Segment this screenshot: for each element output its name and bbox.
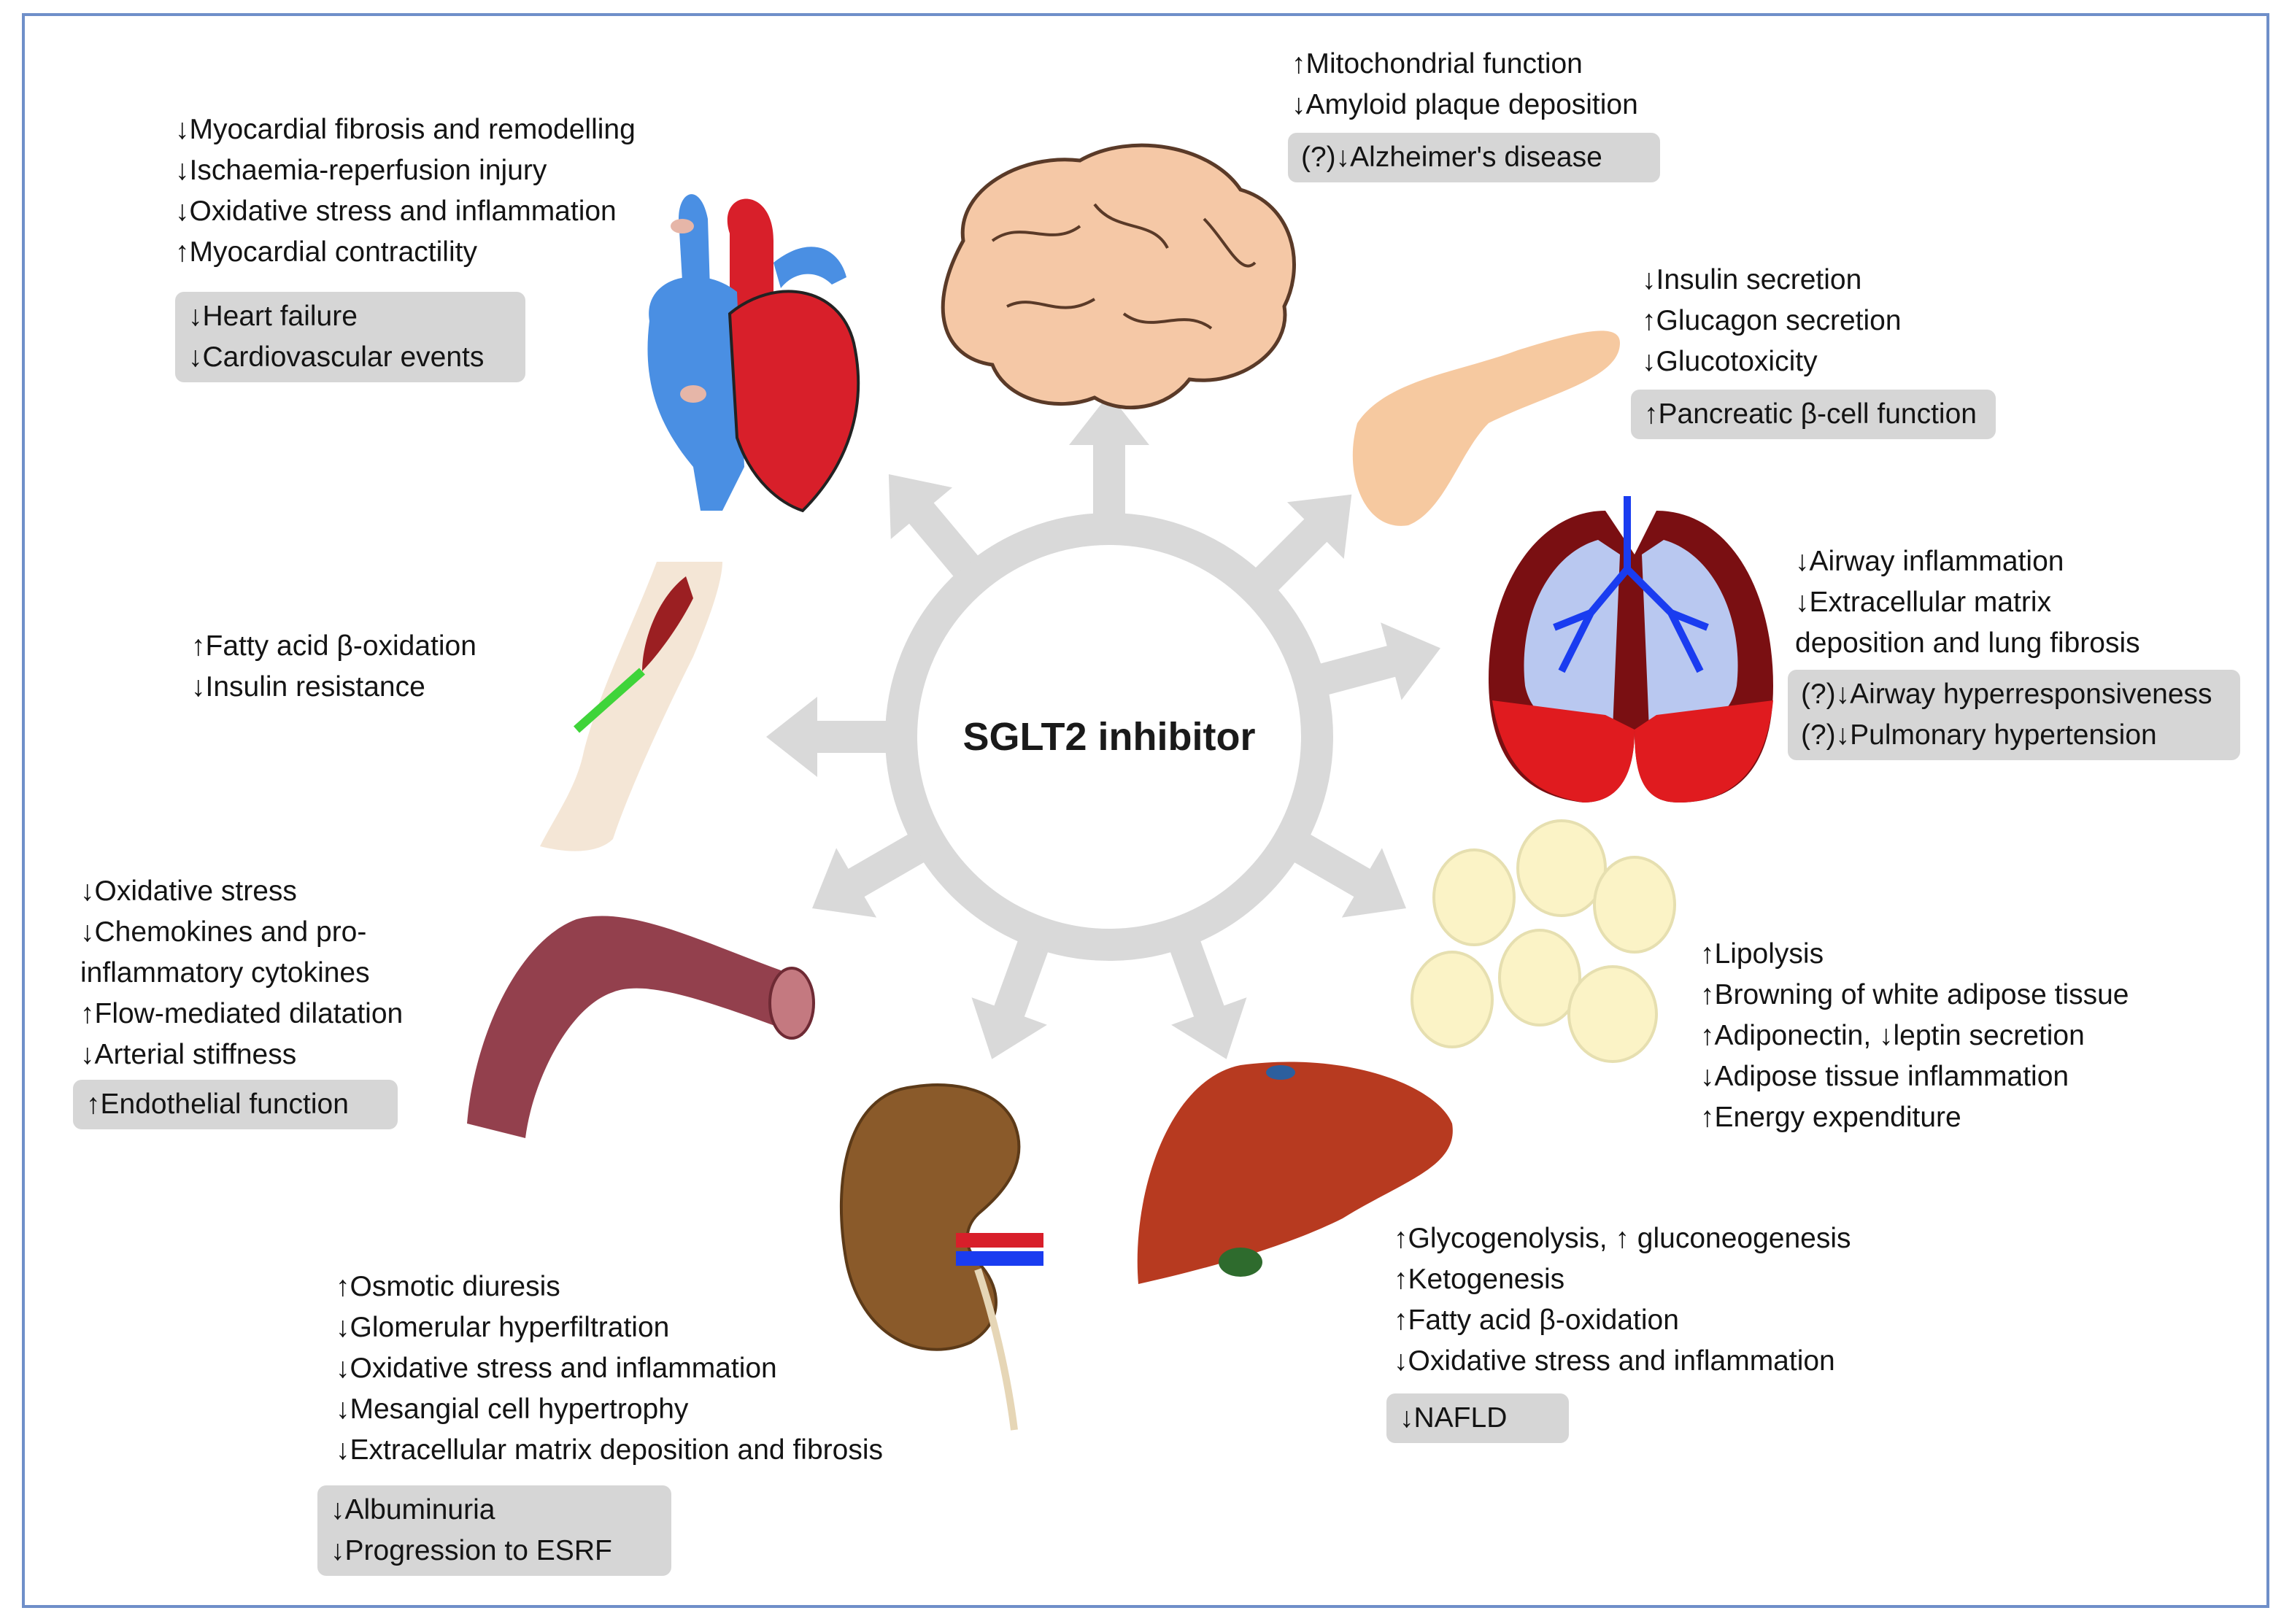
leg-muscle-icon xyxy=(540,562,722,851)
pancreas-effects: ↓Insulin secretion ↑Glucagon secretion ↓… xyxy=(1642,260,1902,382)
liver-effect-3: ↑Fatty acid β-oxidation xyxy=(1394,1304,1679,1336)
blood-vessel-icon xyxy=(467,916,815,1138)
kidney-effects: ↑Osmotic diuresis ↓Glomerular hyperfiltr… xyxy=(336,1267,883,1471)
hub-arrow-muscle xyxy=(766,697,887,777)
adipose-cells-icon xyxy=(1411,819,1676,1063)
hub-arrow-vessel xyxy=(812,834,925,918)
kidney-effect-1: ↑Osmotic diuresis xyxy=(336,1271,560,1302)
pancreas-outcomes-box: ↑Pancreatic β-cell function xyxy=(1631,390,1996,439)
muscle-effects: ↑Fatty acid β-oxidation ↓Insulin resista… xyxy=(191,626,476,708)
hub-arrow-adipose xyxy=(1294,834,1406,918)
kidney-outcome-1: ↓Albuminuria xyxy=(331,1494,495,1526)
heart-outcome-2: ↓Cardiovascular events xyxy=(188,341,485,373)
liver-effect-2: ↑Ketogenesis xyxy=(1394,1264,1565,1295)
brain-effect-2: ↓Amyloid plaque deposition xyxy=(1292,89,1638,120)
pancreas-effect-2: ↑Glucagon secretion xyxy=(1642,305,1902,336)
liver-outcomes-box: ↓NAFLD xyxy=(1386,1393,1569,1443)
vessel-effect-4: ↑Flow-mediated dilatation xyxy=(80,998,404,1029)
adipose-effect-4: ↓Adipose tissue inflammation xyxy=(1700,1061,2069,1092)
pancreas-outcome-1: ↑Pancreatic β-cell function xyxy=(1644,398,1977,430)
figure-frame xyxy=(22,13,2269,1608)
center-label: SGLT2 inhibitor xyxy=(962,715,1256,759)
kidney-effect-2: ↓Glomerular hyperfiltration xyxy=(336,1312,670,1343)
hub xyxy=(766,394,1440,1059)
heart-effects: ↓Myocardial fibrosis and remodelling ↓Is… xyxy=(175,109,636,273)
hub-arrow-brain xyxy=(1069,394,1149,514)
hub-arrow-kidney xyxy=(971,940,1049,1059)
brain-icon xyxy=(941,143,1296,410)
adipose-effect-5: ↑Energy expenditure xyxy=(1700,1102,1961,1133)
liver-icon xyxy=(1137,1062,1453,1284)
adipose-effect-1: ↑Lipolysis xyxy=(1700,938,1824,970)
lungs-outcome-2: (?)↓Pulmonary hypertension xyxy=(1801,719,2157,751)
liver-effect-4: ↓Oxidative stress and inflammation xyxy=(1394,1345,1835,1377)
brain-outcomes-box: (?)↓Alzheimer's disease xyxy=(1288,133,1660,182)
liver-outcome-1: ↓NAFLD xyxy=(1400,1402,1508,1434)
liver-effects: ↑Glycogenolysis, ↑ gluconeogenesis ↑Keto… xyxy=(1394,1218,1851,1382)
adipose-effect-3: ↑Adiponectin, ↓leptin secretion xyxy=(1700,1020,2085,1051)
kidney-effect-4: ↓Mesangial cell hypertrophy xyxy=(336,1393,689,1425)
brain-effect-1: ↑Mitochondrial function xyxy=(1292,48,1583,80)
brain-effects: ↑Mitochondrial function ↓Amyloid plaque … xyxy=(1292,44,1638,125)
pancreas-effect-3: ↓Glucotoxicity xyxy=(1642,346,1818,377)
lungs-outcomes-box: (?)↓Airway hyperresponsiveness (?)↓Pulmo… xyxy=(1788,670,2240,760)
heart-outcomes-box: ↓Heart failure ↓Cardiovascular events xyxy=(175,292,525,382)
heart-outcome-1: ↓Heart failure xyxy=(188,301,358,332)
hub-arrow-pancreas xyxy=(1255,494,1352,591)
heart-effect-1: ↓Myocardial fibrosis and remodelling xyxy=(175,114,636,145)
muscle-effect-2: ↓Insulin resistance xyxy=(191,671,425,703)
kidney-effect-5: ↓Extracellular matrix deposition and fib… xyxy=(336,1434,883,1466)
vessel-outcomes-box: ↑Endothelial function xyxy=(73,1080,398,1129)
muscle-effect-1: ↑Fatty acid β-oxidation xyxy=(191,630,476,662)
lungs-outcome-1: (?)↓Airway hyperresponsiveness xyxy=(1801,678,2212,710)
heart-effect-3: ↓Oxidative stress and inflammation xyxy=(175,196,617,227)
kidney-outcomes-box: ↓Albuminuria ↓Progression to ESRF xyxy=(317,1485,671,1576)
lungs-icon xyxy=(1489,496,1773,803)
hub-arrows xyxy=(766,394,1440,1059)
pancreas-icon xyxy=(1352,330,1620,526)
pancreas-effect-1: ↓Insulin secretion xyxy=(1642,264,1862,295)
kidney-effect-3: ↓Oxidative stress and inflammation xyxy=(336,1353,777,1384)
hub-arrow-liver xyxy=(1170,940,1247,1059)
lungs-effect-3: deposition and lung fibrosis xyxy=(1795,627,2140,659)
vessel-effects: ↓Oxidative stress ↓Chemokines and pro- i… xyxy=(80,871,403,1075)
lungs-effects: ↓Airway inflammation ↓Extracellular matr… xyxy=(1795,541,2140,664)
hub-arrow-lungs xyxy=(1319,622,1440,700)
lungs-effect-1: ↓Airway inflammation xyxy=(1795,546,2064,577)
vessel-effect-1: ↓Oxidative stress xyxy=(80,875,297,907)
heart-icon xyxy=(647,194,860,513)
adipose-effect-2: ↑Browning of white adipose tissue xyxy=(1700,979,2129,1010)
kidney-outcome-2: ↓Progression to ESRF xyxy=(331,1535,612,1566)
brain-outcome-1: (?)↓Alzheimer's disease xyxy=(1301,142,1602,173)
vessel-outcome-1: ↑Endothelial function xyxy=(86,1089,349,1120)
adipose-effects: ↑Lipolysis ↑Browning of white adipose ti… xyxy=(1700,934,2129,1138)
heart-effect-4: ↑Myocardial contractility xyxy=(175,236,477,268)
vessel-effect-2: ↓Chemokines and pro- xyxy=(80,916,367,948)
hub-arrow-heart xyxy=(888,474,979,577)
heart-effect-2: ↓Ischaemia-reperfusion injury xyxy=(175,155,547,186)
liver-effect-1: ↑Glycogenolysis, ↑ gluconeogenesis xyxy=(1394,1223,1851,1254)
kidney-icon xyxy=(839,1083,1043,1431)
vessel-effect-3: inflammatory cytokines xyxy=(80,957,370,989)
lungs-effect-2: ↓Extracellular matrix xyxy=(1795,587,2052,618)
vessel-effect-5: ↓Arterial stiffness xyxy=(80,1039,297,1070)
